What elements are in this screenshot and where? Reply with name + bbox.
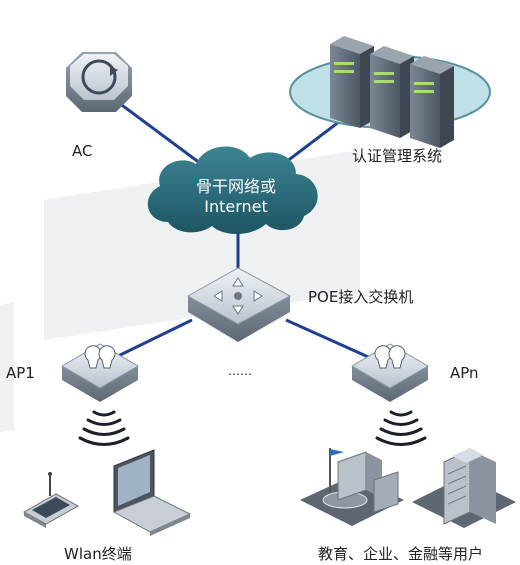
poe-switch-icon (186, 267, 292, 342)
ap1-icon (61, 343, 139, 402)
auth-system-label: 认证管理系统 (352, 147, 443, 165)
backbone-cloud-icon (147, 146, 318, 234)
education-sign: Education (367, 515, 392, 530)
poe-switch-label: POE接入交换机 (308, 288, 414, 306)
wlan-terminal-label: Wlan终端 (64, 545, 132, 563)
cloud-label-line2: Internet (204, 197, 268, 216)
ellipsis-label: …… (228, 364, 252, 378)
office-building-icon: Office Building (412, 448, 519, 534)
ap1-label: AP1 (6, 364, 35, 382)
link-ac-cloud (114, 98, 213, 174)
link-poe-ap1 (109, 318, 193, 362)
apn-icon (351, 343, 429, 402)
users-label: 教育、企业、金融等用户 (318, 545, 484, 563)
cloud-label: 骨干网络或 Internet (178, 177, 294, 217)
background-plane-left (0, 302, 14, 432)
ac-controller-icon (66, 52, 132, 112)
education-building-icon: Education (300, 448, 404, 530)
wireless-waves-apn-icon (375, 410, 427, 446)
pda-icon (22, 472, 80, 528)
link-poe-apn (285, 318, 376, 362)
ac-label: AC (72, 142, 93, 160)
laptop-icon (112, 449, 192, 536)
wireless-waves-ap1-icon (78, 410, 130, 446)
server-icon (330, 36, 454, 148)
apn-label: APn (450, 364, 479, 382)
cloud-label-line1: 骨干网络或 (195, 177, 276, 196)
